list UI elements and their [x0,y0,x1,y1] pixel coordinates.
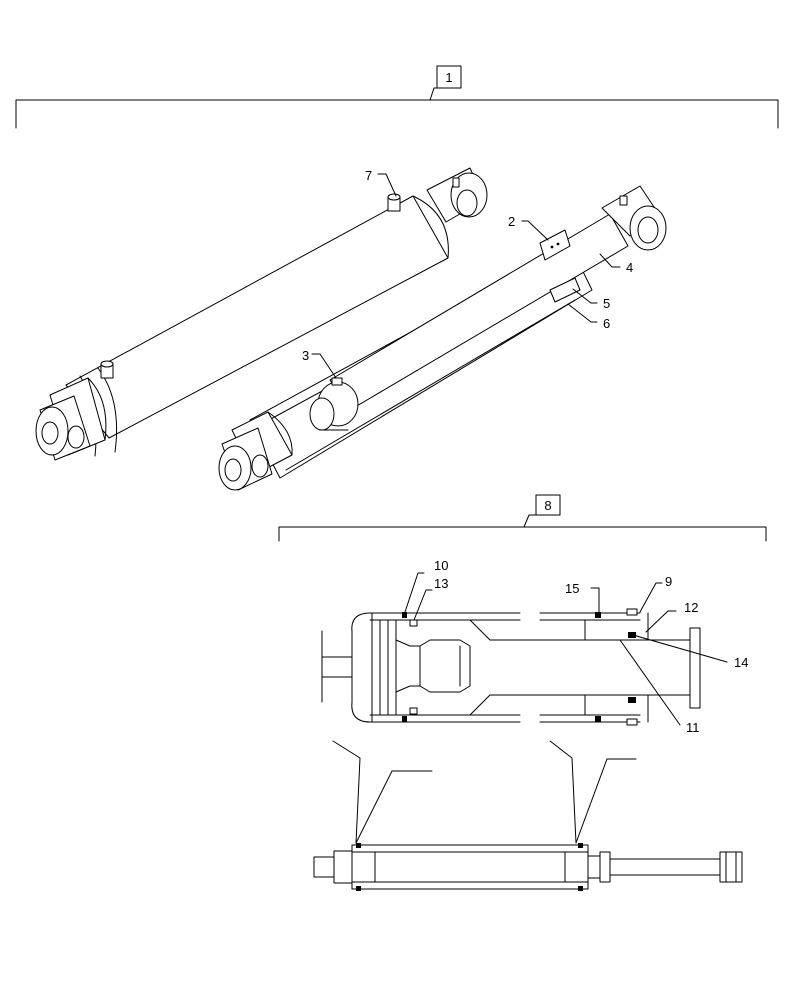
leader-lines-top [311,173,621,379]
callout-10: 10 [434,558,448,573]
detail-gland-end [519,582,728,726]
callout-7: 7 [365,168,372,183]
callout-15: 15 [565,581,579,596]
callout-8: 8 [544,498,551,513]
callout-11: 11 [686,720,700,735]
assembly-8-bracket: 8 [278,494,767,542]
detail-piston-end [321,572,521,723]
callout-2: 2 [508,214,515,229]
callout-5: 5 [603,296,610,311]
callout-12: 12 [684,600,698,615]
callout-9: 9 [665,574,672,589]
callout-3: 3 [302,348,309,363]
assembly-1-bracket: 1 [15,65,779,129]
callout-6: 6 [603,316,610,331]
callout-14: 14 [734,655,748,670]
section-view [313,740,743,891]
callout-4: 4 [626,260,633,275]
assembled-cylinder [35,167,488,461]
cutaway-cylinder [218,185,667,491]
callout-1: 1 [445,70,452,85]
callout-13: 13 [434,576,448,591]
